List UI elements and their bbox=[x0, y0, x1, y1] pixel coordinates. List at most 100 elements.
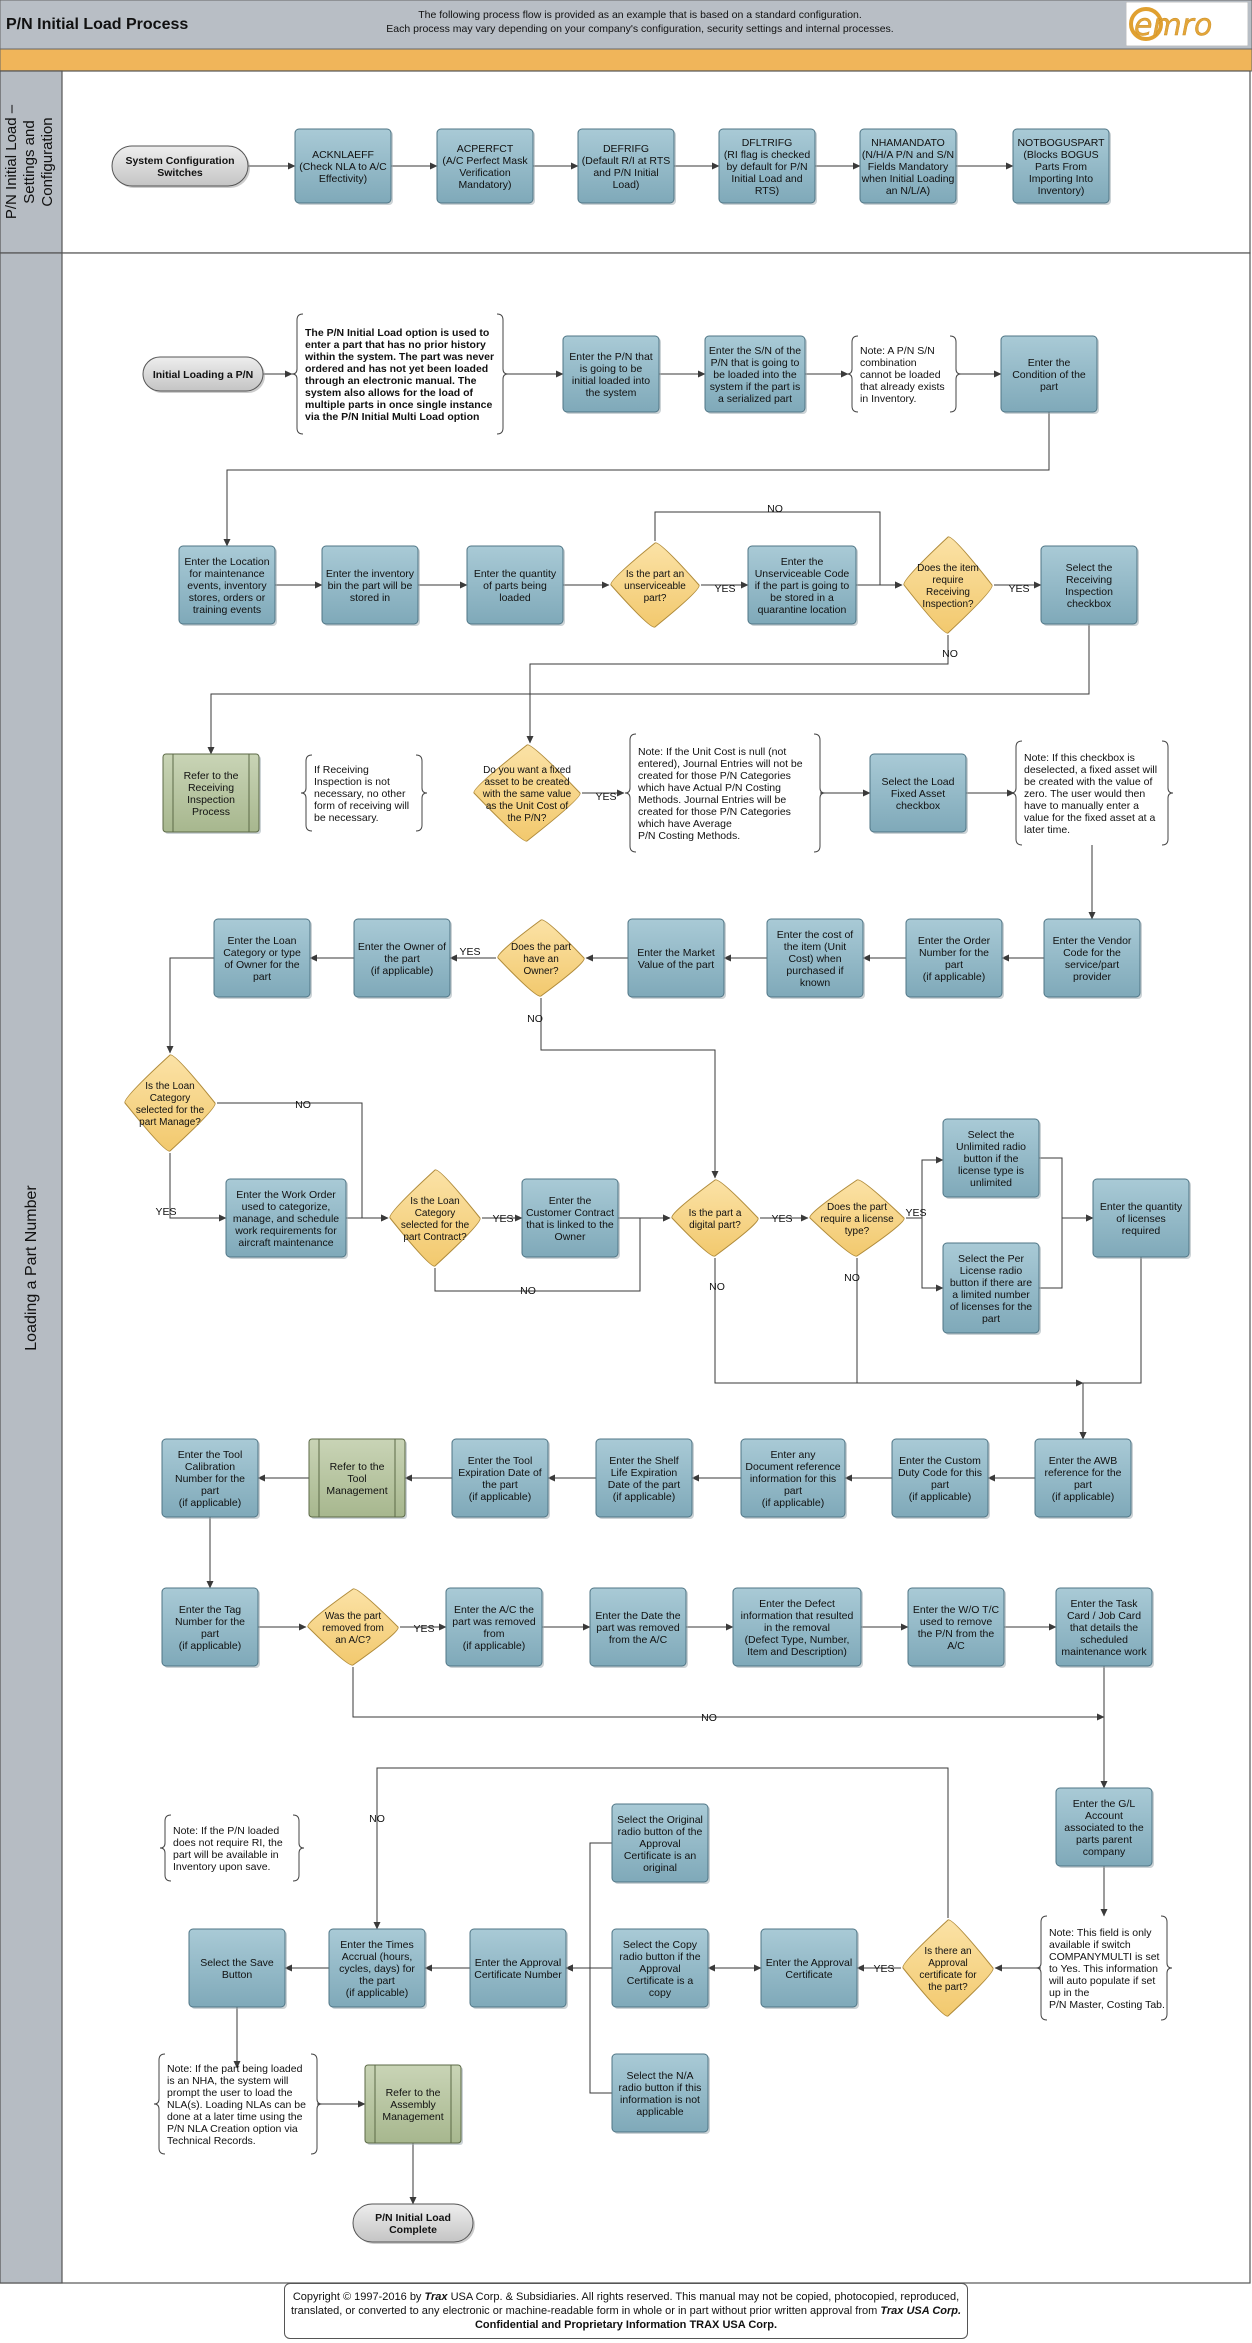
decision-diamond bbox=[307, 1588, 399, 1666]
node-text-line: part Contract? bbox=[403, 1232, 467, 1243]
connector-line bbox=[434, 1214, 671, 1292]
node-text-line: Management bbox=[326, 1485, 387, 1497]
node-text-line: Effectivity) bbox=[319, 173, 367, 185]
node-text-line: done at a later time using the bbox=[167, 2111, 303, 2123]
node-text-line: Enter the quantity bbox=[474, 568, 557, 580]
node-text-line: (if applicable) bbox=[469, 1491, 531, 1503]
node-text-line: RTS) bbox=[755, 185, 779, 197]
node-text-line: Fixed Asset bbox=[891, 788, 945, 800]
node-text-line: license type is bbox=[958, 1165, 1024, 1177]
node-text-line: from the A/C bbox=[609, 1634, 668, 1646]
process-box bbox=[732, 1587, 862, 1667]
decision-diamond bbox=[389, 1169, 481, 1267]
node-text-line: company bbox=[1083, 1846, 1126, 1858]
node-text-line: Select the Original bbox=[617, 1814, 703, 1826]
copyright-footer: Copyright © 1997-2016 by Trax USA Corp. … bbox=[284, 2283, 968, 2339]
connector-line bbox=[223, 412, 1050, 547]
node-text-line: Cost) when bbox=[788, 953, 841, 965]
node-text-line: The P/N Initial Load option is used to bbox=[305, 327, 489, 339]
node-text-line: and P/N Initial bbox=[593, 167, 658, 179]
node-text-line: of licenses bbox=[1116, 1213, 1166, 1225]
footer-copy-c: USA Corp. & Subsidiaries. All rights res… bbox=[447, 2291, 960, 2303]
node-text-line: the item (Unit bbox=[784, 941, 847, 953]
node-text-line: is going to be bbox=[580, 363, 643, 375]
process-box bbox=[766, 918, 864, 998]
node-text-line: Receiving bbox=[926, 587, 970, 598]
node-text-line: cycles, days) for bbox=[339, 1963, 415, 1975]
note-brace-right bbox=[949, 335, 962, 413]
node-text-line: Receiving bbox=[188, 782, 234, 794]
node-text-line: Enter the W/O T/C bbox=[913, 1604, 1000, 1616]
node-text-line: a limited number bbox=[952, 1289, 1030, 1301]
process-box bbox=[942, 1118, 1040, 1198]
node-text-line: Select the bbox=[968, 1129, 1015, 1141]
node-text-line: selected for the bbox=[401, 1220, 470, 1231]
lane-label-settings-3: Configuration bbox=[39, 117, 56, 206]
node-text-line: information for this bbox=[750, 1473, 836, 1485]
node-text-line: type? bbox=[845, 1226, 870, 1237]
connector-line bbox=[654, 511, 903, 589]
process-box bbox=[562, 335, 660, 413]
process-box bbox=[451, 1438, 549, 1518]
node-text-line: Refer to the bbox=[184, 770, 239, 782]
node-text-line: (if applicable) bbox=[346, 1987, 408, 1999]
node-text-line: checkbox bbox=[896, 800, 941, 812]
node-text-line: Note: If the P/N loaded bbox=[173, 1825, 279, 1837]
node-text-line: unlimited bbox=[970, 1177, 1012, 1189]
node-text-line: will auto populate if set bbox=[1048, 1975, 1155, 1987]
connectors bbox=[166, 162, 1142, 2205]
subprocess-box bbox=[308, 1438, 406, 1518]
node-text-line: part bbox=[982, 1313, 1000, 1325]
node-text-line: to Yes. This information bbox=[1049, 1963, 1158, 1975]
node-text-line: Enter the Custom bbox=[899, 1455, 981, 1467]
connector-line bbox=[169, 1153, 227, 1222]
node-text-line: provider bbox=[1073, 971, 1111, 983]
process-box bbox=[1055, 1787, 1153, 1867]
node-text-line: DFLTRIFG bbox=[742, 137, 793, 149]
node-text-line: radio button if the bbox=[619, 1951, 700, 1963]
node-text-line: have an bbox=[523, 954, 559, 965]
node-text-line: (if applicable) bbox=[179, 1640, 241, 1652]
terminal-pill bbox=[352, 2203, 474, 2243]
node-text-line: Enter the Approval bbox=[475, 1957, 561, 1969]
node-text-line: Refer to the bbox=[386, 2087, 441, 2099]
footer-confidential: Confidential and Proprietary Information… bbox=[474, 2319, 778, 2331]
node-text-line: certificate for bbox=[919, 1970, 977, 1981]
node-text-line: Note: This field is only bbox=[1049, 1927, 1152, 1939]
lane-label-settings-1: P/N Initial Load – bbox=[3, 104, 20, 219]
process-box bbox=[611, 1928, 709, 2008]
note-brace-right bbox=[292, 1814, 305, 1882]
edge-label-no: NO bbox=[767, 503, 783, 515]
process-box bbox=[213, 918, 311, 998]
process-box bbox=[1055, 1587, 1153, 1667]
node-text-line: Enter the Shelf bbox=[609, 1455, 679, 1467]
node-text-line: as the Unit Cost of bbox=[486, 801, 568, 812]
node-text-line: Number for the bbox=[175, 1473, 245, 1485]
node-text-line: Does the part bbox=[827, 1202, 887, 1213]
node-text-line: (if applicable) bbox=[179, 1497, 241, 1509]
process-box bbox=[1040, 545, 1138, 625]
node-text-line: (if applicable) bbox=[613, 1491, 675, 1503]
node-text-line: Enter the Work Order bbox=[236, 1189, 336, 1201]
node-text-line: from bbox=[484, 1628, 505, 1640]
node-text-line: unserviceable bbox=[624, 581, 686, 592]
node-text-line: later time. bbox=[1024, 824, 1070, 836]
decision-diamond bbox=[497, 919, 585, 997]
emro-logo: emro bbox=[1125, 1, 1249, 47]
